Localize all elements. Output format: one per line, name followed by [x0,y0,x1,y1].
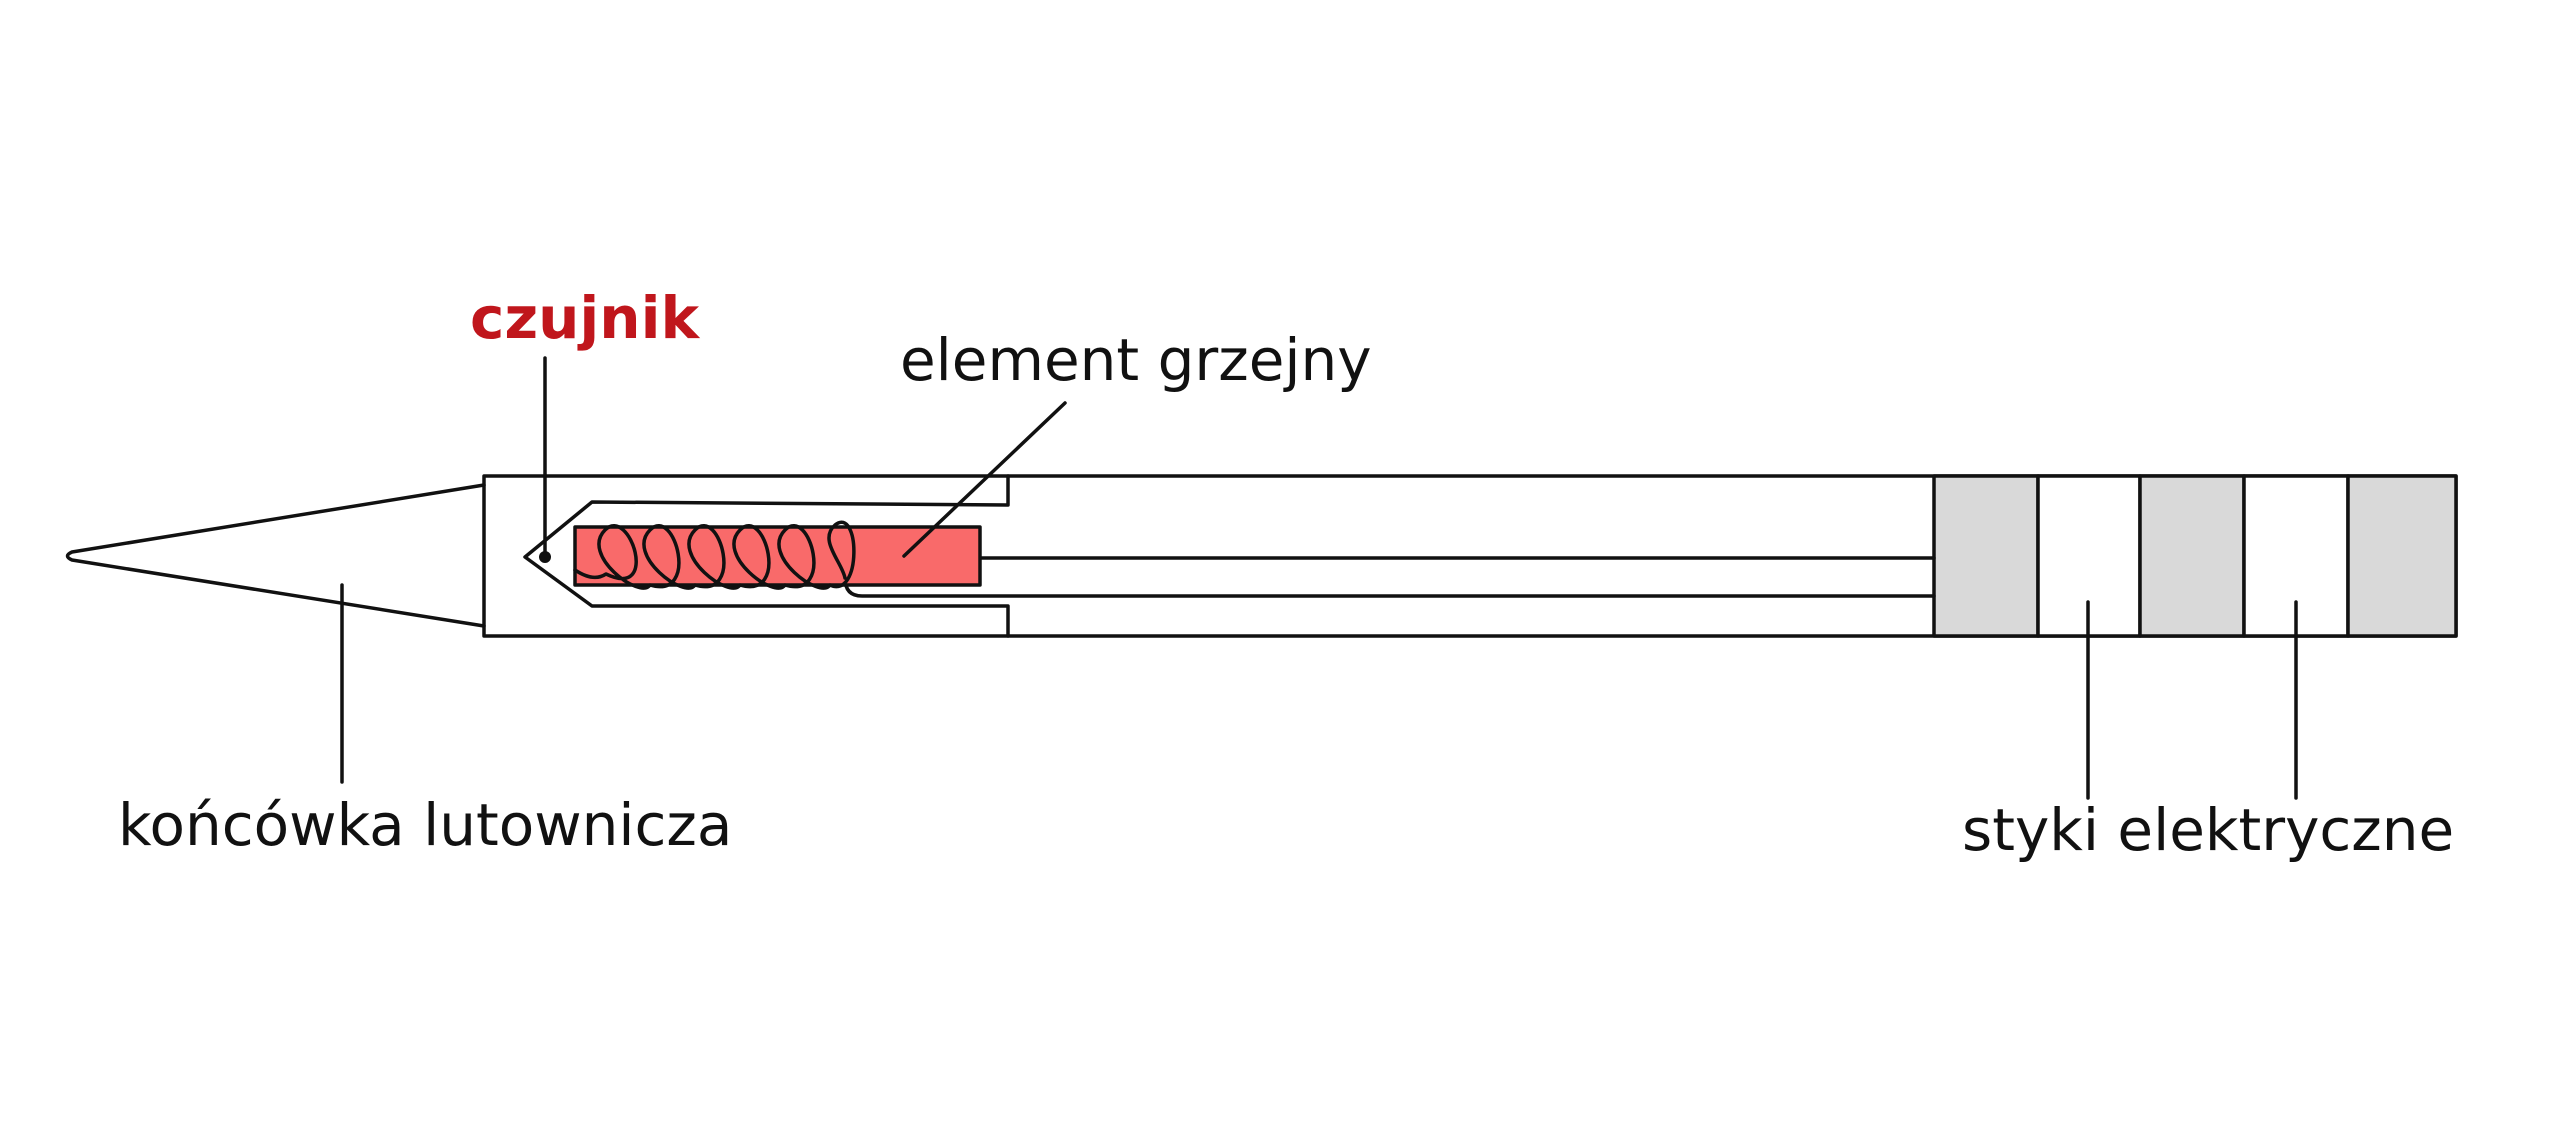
heating-element [573,525,982,587]
contact-bands [1932,474,2458,638]
heating-element-label: element grzejny [900,326,1372,394]
contacts-label: styki elektryczne [1962,796,2454,864]
heating-element-leader [902,401,1067,558]
contact-band-shaded [2346,474,2458,638]
contact-band-shaded [2138,474,2246,638]
sensor-label: czujnik [470,284,700,352]
lead-wire-lower [843,576,1936,598]
inner-sleeve [523,474,1010,638]
soldering-tip [65,483,486,628]
heating-coil [573,520,856,590]
tip-label: końcówka lutownicza [118,791,732,859]
contact-band-shaded [1932,474,2040,638]
